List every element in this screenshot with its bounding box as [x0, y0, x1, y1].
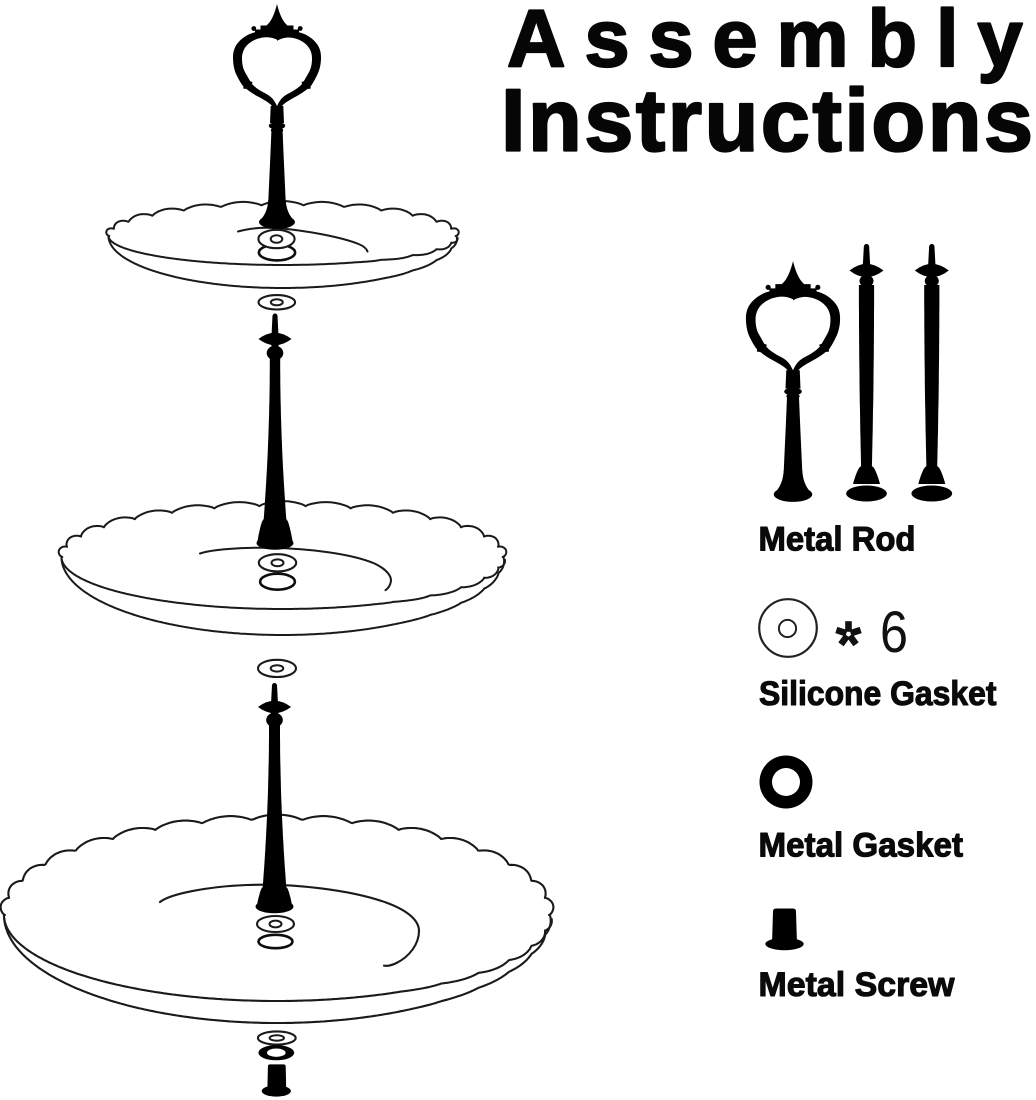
rod-knob: [859, 275, 874, 287]
rod-foot: [846, 485, 887, 502]
finial-leaf-right: [819, 341, 830, 352]
page-title: Assembly Instructions: [500, 0, 1034, 171]
finial-ring1: [268, 122, 286, 130]
finial-bell: [775, 470, 811, 493]
finial-loop: [233, 30, 321, 115]
metal-screw: [267, 1064, 287, 1089]
rod-tip: [271, 313, 279, 336]
silicone-gasket-hole: [270, 558, 285, 568]
finial-neck: [270, 106, 284, 123]
parts-legend: Metal Rod 6 Silicone Gasket Metal Gasket…: [745, 244, 998, 1005]
rod-knob: [266, 712, 283, 728]
rod-knob: [266, 345, 284, 361]
rod-column: [257, 725, 292, 905]
silicone-gasket-hole: [269, 234, 284, 244]
metal-screw-base: [765, 937, 804, 951]
finial-shape: [745, 261, 841, 502]
rod-knob: [924, 275, 939, 287]
finial-bead-left: [251, 26, 257, 31]
silicone-gasket-icon: [758, 598, 818, 658]
finial-leaf-left: [243, 79, 253, 89]
plate-well-arc: [199, 546, 392, 592]
finial-neck: [785, 370, 801, 389]
silicone-gasket-quantity: 6: [880, 600, 908, 665]
rod-column: [257, 358, 293, 541]
silicone-gasket-hole: [268, 919, 283, 929]
asterisk-spoke: [835, 626, 848, 637]
title-line-2: Instructions: [501, 71, 1033, 170]
rod-foot: [255, 899, 294, 914]
center-hole-ring: [257, 933, 294, 950]
bottom-metal-rod: [255, 683, 294, 914]
finial-leaf-left: [756, 341, 767, 352]
rod-tip: [862, 244, 871, 266]
metal-screw-base: [261, 1085, 291, 1097]
finial-crown: [769, 261, 817, 299]
metal-screw-label: Metal Screw: [759, 966, 955, 1004]
asterisk-icon: [835, 621, 862, 647]
metal-screw-shape: [772, 908, 797, 941]
finial-bead-right: [297, 26, 303, 31]
silicone-gasket-hole: [777, 618, 798, 639]
exploded-view: [0, 4, 555, 1097]
asterisk-spoke: [849, 626, 862, 637]
metal-gasket-icon: [759, 755, 813, 809]
finial-foot: [773, 486, 813, 502]
middle-metal-rod: [256, 313, 294, 550]
metal-rod-icon: [745, 244, 953, 502]
silicone-gasket-hole: [269, 298, 284, 307]
silicone-gasket-hole: [269, 664, 285, 673]
silicone-gasket-label: Silicone Gasket: [759, 675, 997, 713]
plate-rim-band: [60, 558, 506, 610]
metal-gasket-ring: [759, 755, 813, 809]
rod-column: [853, 285, 880, 484]
tier1-hardware: [257, 228, 297, 311]
silicone-gasket-hole: [268, 1034, 285, 1042]
metal-screw-icon: [765, 908, 804, 951]
finial-crown: [255, 4, 299, 39]
rod-tip: [271, 683, 278, 704]
finial-ring1: [784, 387, 802, 396]
rod-column: [918, 285, 946, 484]
finial-leaf-right: [301, 79, 311, 89]
rod-foot: [256, 536, 294, 550]
plate-well-arc: [237, 226, 369, 253]
center-hole-ring: [258, 572, 297, 592]
finial-shape: [233, 4, 321, 229]
rod-foot: [911, 485, 953, 502]
metal-rod-label: Metal Rod: [759, 521, 916, 559]
finial-bell: [260, 200, 294, 220]
finial-loop: [745, 289, 841, 380]
finial-foot: [259, 215, 295, 229]
finial-bead-left: [765, 284, 771, 290]
tier2-hardware: [256, 553, 298, 679]
finial-column: [268, 131, 286, 201]
tier3-hardware: [255, 914, 297, 1097]
handle-rod-finial: [233, 4, 321, 229]
rod-tip: [928, 244, 936, 266]
metal-gasket-label: Metal Gasket: [759, 827, 964, 865]
asterisk-spoke: [838, 633, 850, 647]
plate-rim-band: [107, 236, 459, 266]
finial-bead-right: [815, 284, 821, 290]
plate-rim-band: [3, 917, 553, 1003]
plate-well-arc: [158, 883, 421, 967]
metal-gasket: [258, 1045, 295, 1061]
asterisk-spoke: [847, 633, 859, 647]
finial-column: [783, 397, 803, 472]
